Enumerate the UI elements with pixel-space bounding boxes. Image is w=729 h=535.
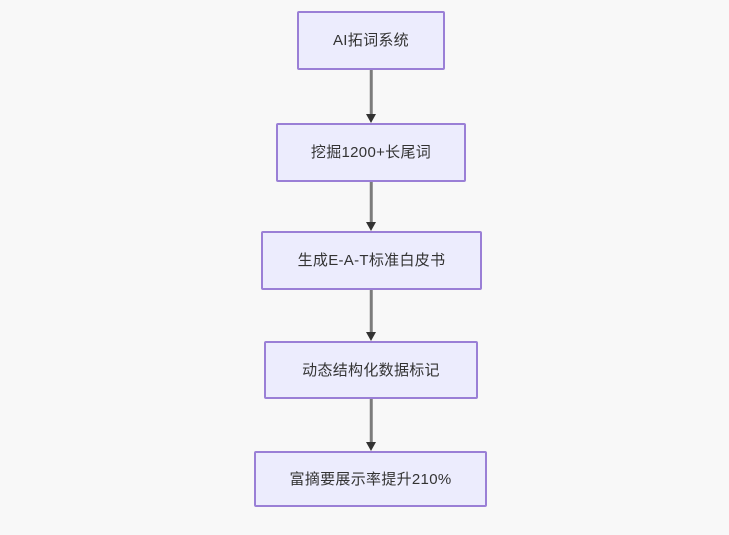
arrow-head-icon <box>366 442 376 451</box>
edge-line <box>369 70 373 115</box>
flow-node-label: 富摘要展示率提升210% <box>289 470 452 488</box>
flow-edge-2 <box>360 182 382 231</box>
arrow-head-icon <box>366 114 376 123</box>
flow-node-structured-data-markup[interactable]: 动态结构化数据标记 <box>264 341 478 399</box>
flow-node-rich-snippet-result[interactable]: 富摘要展示率提升210% <box>254 451 487 507</box>
arrow-head-icon <box>366 332 376 341</box>
flow-edge-1 <box>360 70 382 123</box>
edge-line <box>369 290 373 333</box>
flow-edge-3 <box>360 290 382 341</box>
flow-node-label: 动态结构化数据标记 <box>302 361 440 379</box>
flow-node-label: 挖掘1200+长尾词 <box>310 144 432 161</box>
flow-node-eat-whitepaper[interactable]: 生成E-A-T标准白皮书 <box>261 231 482 290</box>
flow-edge-4 <box>360 399 382 451</box>
arrow-head-icon <box>366 222 376 231</box>
flow-node-ai-keyword-system[interactable]: AI拓词系统 <box>297 11 445 70</box>
flow-node-label: 生成E-A-T标准白皮书 <box>297 252 446 269</box>
flow-node-longtail-keywords[interactable]: 挖掘1200+长尾词 <box>276 123 466 182</box>
edge-line <box>369 182 373 223</box>
edge-line <box>369 399 373 443</box>
flow-node-label: AI拓词系统 <box>333 32 409 49</box>
